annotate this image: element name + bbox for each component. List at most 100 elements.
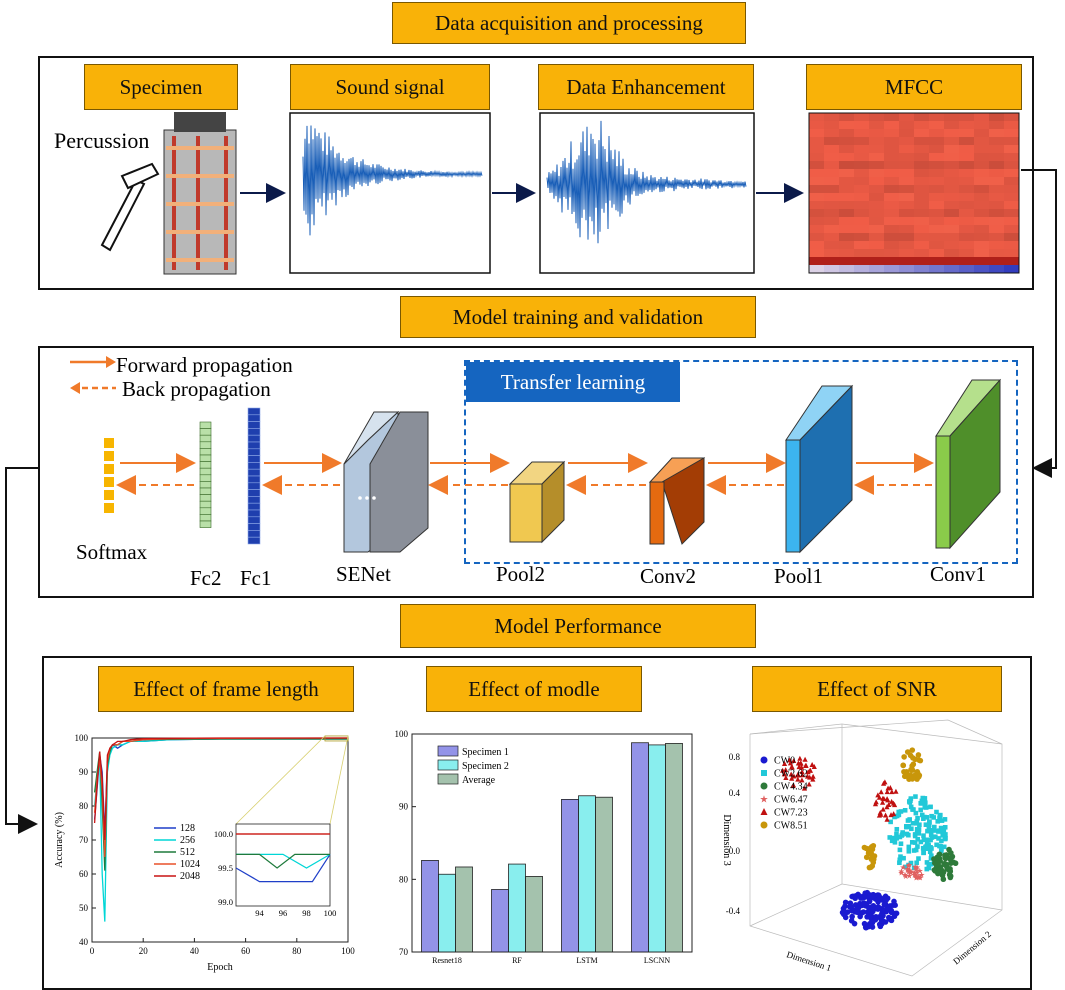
point-CW2.62 xyxy=(929,853,934,858)
legend-label: CW2.62 xyxy=(774,769,808,780)
legend-label: 2048 xyxy=(180,871,200,882)
point-CW2.62 xyxy=(913,820,919,826)
point-CW7.23 xyxy=(889,798,895,804)
fc1-unit xyxy=(247,428,261,436)
legend-swatch xyxy=(437,745,459,757)
point-CW2.62 xyxy=(892,839,898,845)
point-CW7.23 xyxy=(791,773,797,779)
y-tick-label: 80 xyxy=(79,801,89,811)
bar-Specimen-1 xyxy=(421,860,439,953)
point-CW7.23 xyxy=(884,789,890,795)
frame-length-title: Effect of frame length xyxy=(98,666,354,712)
fc2-unit xyxy=(199,481,212,489)
point-CW2.62 xyxy=(920,795,926,801)
point-CW2.62 xyxy=(915,815,920,821)
point-CW6.47: ★ xyxy=(906,867,913,876)
point-CW7.23 xyxy=(781,760,788,766)
fc1-unit xyxy=(247,509,261,518)
inset-x-tick-label: 94 xyxy=(255,908,264,918)
fc2-unit xyxy=(199,520,212,528)
point-CW2.62 xyxy=(924,815,930,820)
point-CW4.34 xyxy=(934,854,940,861)
point-CW7.23 xyxy=(872,801,879,807)
point-CW6.47: ★ xyxy=(904,866,911,875)
conv1-label: Conv1 xyxy=(930,562,987,586)
pool2-label: Pool2 xyxy=(496,562,546,586)
fc1-layer xyxy=(247,407,261,545)
point-CW2.62 xyxy=(923,844,928,850)
zoom-region xyxy=(324,735,349,742)
point-CW2.62 xyxy=(938,843,943,849)
point-CW0 xyxy=(883,897,889,904)
legend-label: CW0 xyxy=(774,756,795,767)
point-CW7.23 xyxy=(877,809,883,815)
point-CW6.47: ★ xyxy=(901,871,908,880)
point-CW2.62 xyxy=(934,809,939,815)
legend-marker xyxy=(760,756,768,764)
point-CW2.62 xyxy=(928,837,933,843)
legend-label: Specimen 2 xyxy=(462,761,509,772)
point-CW4.34 xyxy=(947,873,954,879)
x-axis-label: Epoch xyxy=(207,962,233,973)
point-CW0 xyxy=(857,893,863,899)
point-CW8.51 xyxy=(910,755,916,761)
point-CW2.62 xyxy=(905,824,911,830)
point-CW2.62 xyxy=(911,865,917,871)
y-tick-label: 50 xyxy=(79,903,89,913)
point-CW0 xyxy=(891,898,897,905)
fc2-unit xyxy=(199,507,212,515)
point-CW2.62 xyxy=(890,835,896,841)
point-CW0 xyxy=(869,908,876,915)
category-label: Resnet18 xyxy=(432,956,462,965)
point-CW2.62 xyxy=(936,836,941,841)
point-CW8.51 xyxy=(916,757,923,763)
point-CW2.62 xyxy=(942,824,948,830)
point-CW7.23 xyxy=(881,780,887,786)
point-CW7.23 xyxy=(806,781,812,787)
point-CW6.47: ★ xyxy=(905,861,912,870)
point-CW2.62 xyxy=(941,829,947,834)
bar-Average xyxy=(455,866,473,953)
point-CW2.62 xyxy=(912,840,918,845)
y-tick-label: 70 xyxy=(79,835,89,845)
y-tick-label: 60 xyxy=(79,869,89,879)
point-CW2.62 xyxy=(939,838,944,844)
inset-series-128 xyxy=(235,854,331,883)
fc1-unit xyxy=(247,496,261,504)
point-CW7.23 xyxy=(884,796,890,802)
point-CW2.62 xyxy=(923,800,928,806)
point-CW2.62 xyxy=(897,847,903,853)
point-CW2.62 xyxy=(924,837,930,843)
legend-back-label: Back propagation xyxy=(122,377,271,401)
legend-label: 512 xyxy=(180,847,195,858)
legend-label: Average xyxy=(462,775,496,786)
point-CW0 xyxy=(879,910,885,917)
point-CW7.23 xyxy=(789,764,795,770)
point-CW2.62 xyxy=(933,834,938,840)
point-CW2.62 xyxy=(913,847,919,853)
fc1-unit xyxy=(247,536,261,545)
y-tick-label: 0.4 xyxy=(729,788,741,798)
inset-frame xyxy=(235,823,331,907)
plot-frame xyxy=(411,733,693,953)
point-CW2.62 xyxy=(922,804,928,810)
y-tick-label: 80 xyxy=(399,874,409,884)
fc1-unit xyxy=(247,475,261,484)
point-CW2.62 xyxy=(915,844,920,849)
point-CW2.62 xyxy=(916,856,921,861)
point-CW0 xyxy=(880,918,886,924)
point-CW6.47: ★ xyxy=(914,873,921,882)
specimen-column xyxy=(163,112,237,275)
point-CW7.23 xyxy=(788,771,794,777)
legend-label: CW4.34 xyxy=(774,782,808,793)
point-CW2.62 xyxy=(894,831,899,837)
point-CW7.23 xyxy=(804,773,811,779)
point-CW7.23 xyxy=(802,762,809,768)
fc1-unit xyxy=(247,462,261,470)
point-CW6.47: ★ xyxy=(900,863,907,872)
point-CW2.62 xyxy=(941,844,947,850)
point-CW0 xyxy=(893,910,900,917)
series-line-128 xyxy=(93,738,348,834)
